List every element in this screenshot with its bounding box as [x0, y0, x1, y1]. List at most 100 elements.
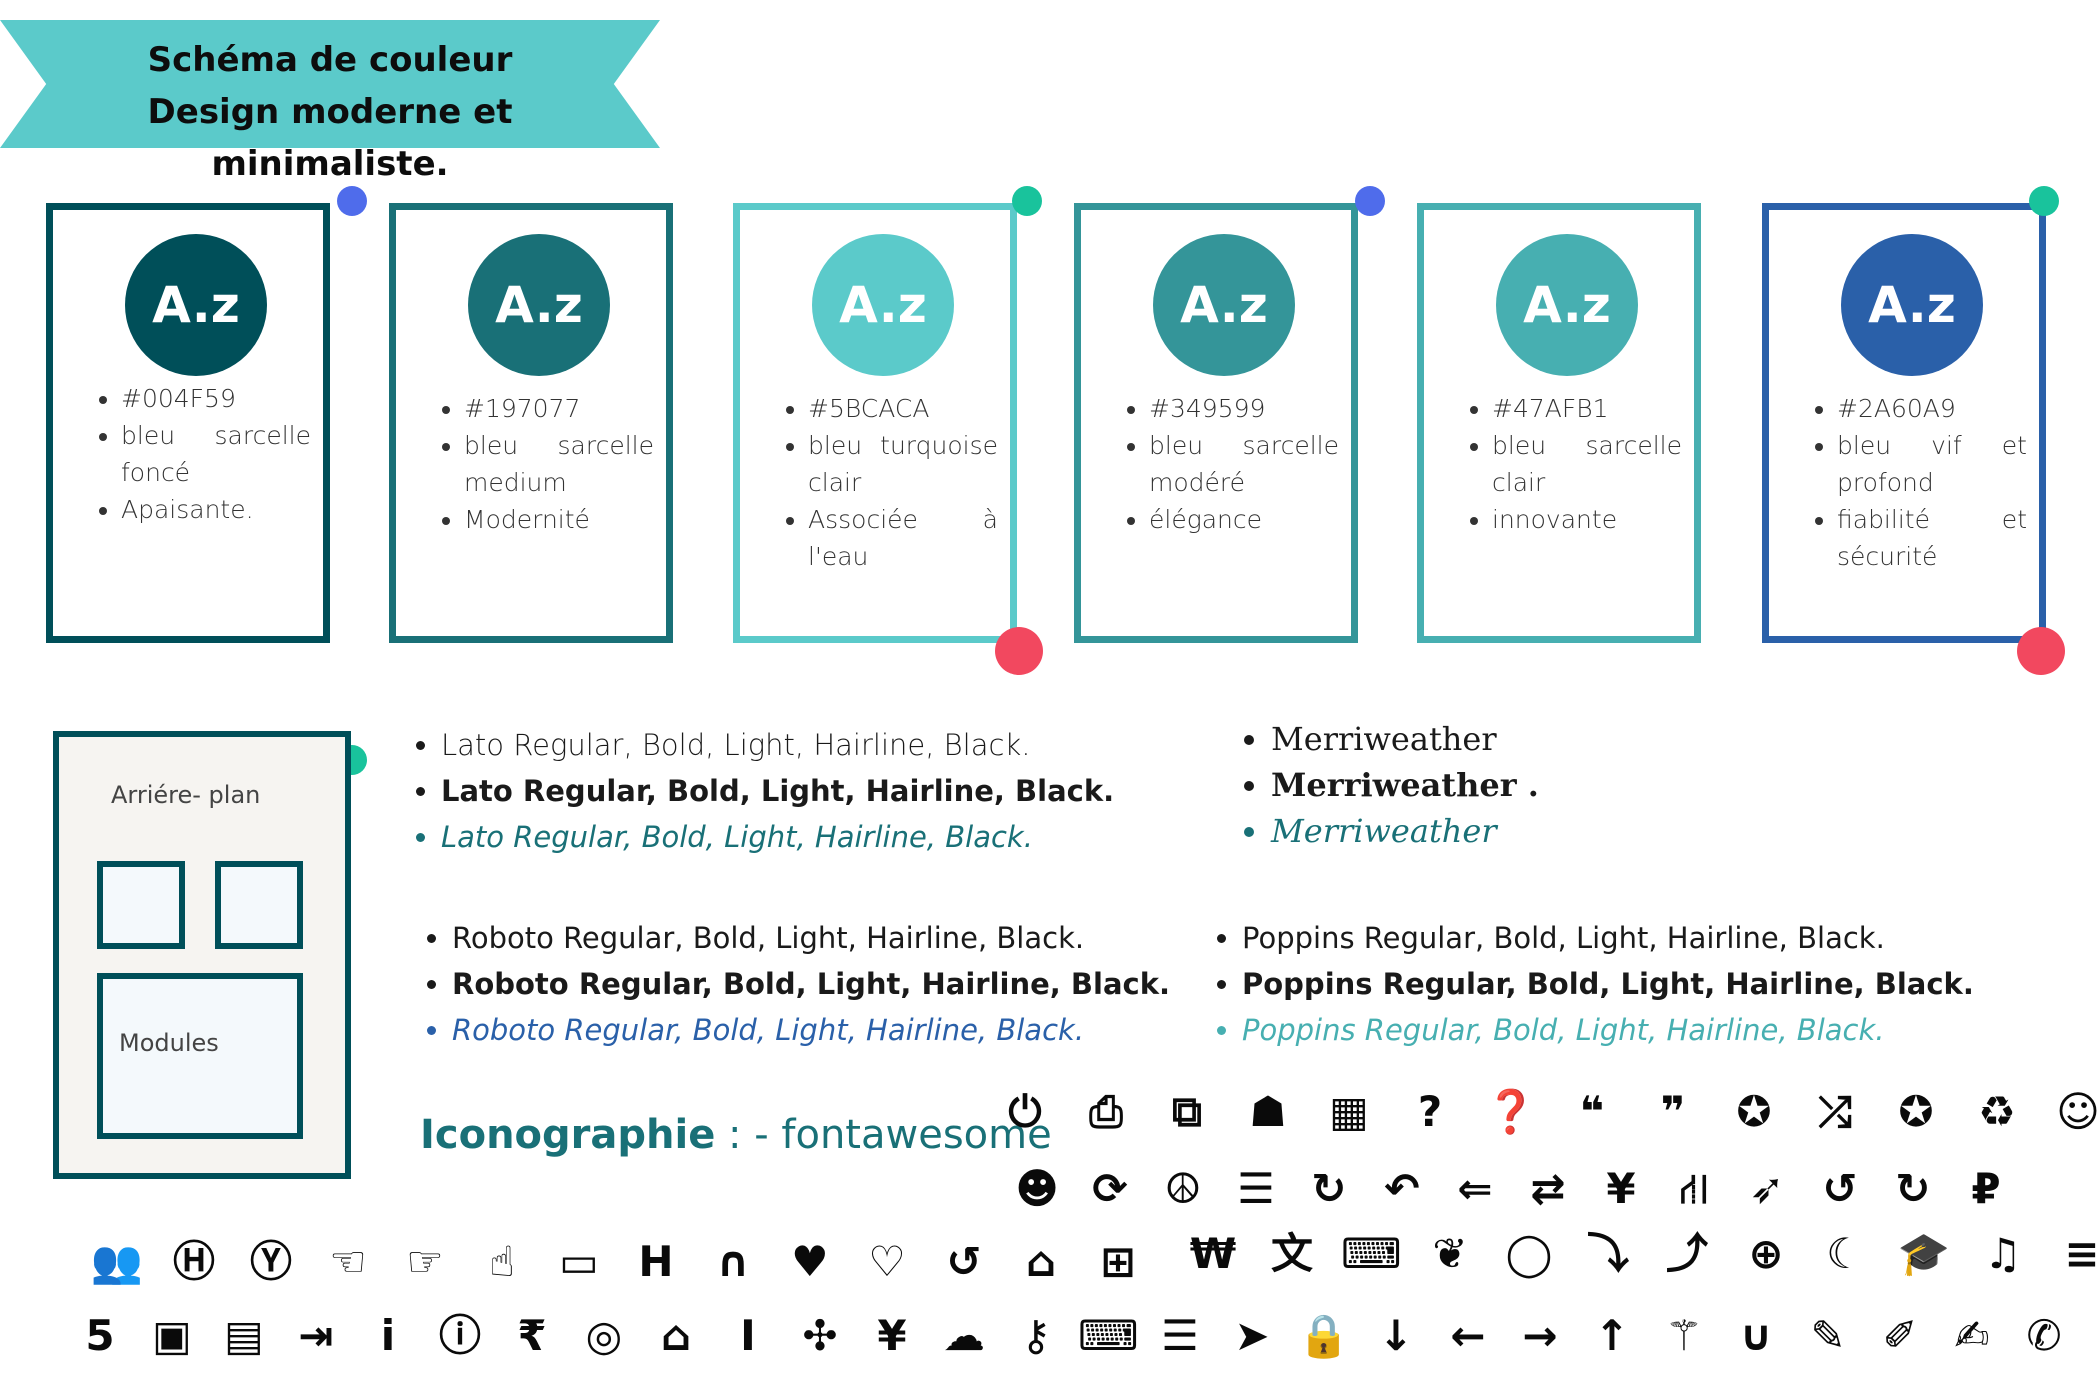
- color-details: #004F59 bleu sarcelle foncé Apaisante.: [61, 380, 311, 528]
- iconography-heading: Iconographie : - fontawesome: [420, 1112, 1052, 1158]
- color-details: #349599 bleu sarcelle modéré élégance: [1089, 390, 1339, 538]
- font-sample-regular: Poppins Regular, Bold, Light, Hairline, …: [1242, 915, 1974, 961]
- reddit-square-icon: ☻: [1015, 1164, 1059, 1213]
- title-banner: [0, 20, 660, 148]
- banner-title: Schéma de couleur Design moderne et mini…: [40, 34, 620, 190]
- color-description: bleu turquoise clair: [808, 427, 998, 501]
- color-card-5: A.z #47AFB1 bleu sarcelle clair innovant…: [1417, 203, 1701, 643]
- y-combinator-icon: Ⓨ: [249, 1237, 292, 1286]
- color-hex: #004F59: [121, 380, 311, 417]
- color-description: bleu sarcelle clair: [1492, 427, 1682, 501]
- graduation-cap-icon: 🎓: [1897, 1229, 1951, 1278]
- moon-icon: ☾: [1826, 1229, 1864, 1278]
- color-details: #197077 bleu sarcelle medium Modernité: [404, 390, 654, 538]
- color-description: bleu sarcelle foncé: [121, 417, 311, 491]
- font-sample-italic: Roboto Regular, Bold, Light, Hairline, B…: [452, 1007, 1170, 1053]
- level-up-icon: ⤴: [1665, 1229, 1708, 1278]
- hospital-icon: ⊞: [1100, 1237, 1136, 1286]
- font-sample-regular: Lato Regular, Bold, Light, Hairline, Bla…: [441, 722, 1114, 768]
- puzzle-piece-icon: ⧉: [1172, 1087, 1202, 1136]
- lock-icon: 🔒: [1297, 1311, 1351, 1360]
- life-ring-icon: ⊕: [1748, 1229, 1784, 1278]
- key-icon: ⚷: [1020, 1311, 1052, 1360]
- color-hex: #197077: [464, 390, 654, 427]
- font-list-poppins: Poppins Regular, Bold, Light, Hairline, …: [1204, 915, 1974, 1053]
- users-icon: 👥: [90, 1237, 144, 1286]
- question-icon: ?: [1417, 1087, 1443, 1136]
- history-icon: ↺: [946, 1237, 982, 1286]
- font-sample-bold: Merriweather .: [1271, 762, 1539, 808]
- font-sample-bold: Lato Regular, Bold, Light, Hairline, Bla…: [441, 768, 1114, 814]
- color-details: #47AFB1 bleu sarcelle clair innovante: [1432, 390, 1682, 538]
- font-sample-regular: Roboto Regular, Bold, Light, Hairline, B…: [452, 915, 1170, 961]
- red-dot: [2017, 627, 2065, 675]
- banner-line-2: Design moderne et minimaliste.: [147, 92, 513, 184]
- color-hex: #47AFB1: [1492, 390, 1682, 427]
- color-card-2: A.z #197077 bleu sarcelle medium Moderni…: [389, 203, 673, 643]
- background-label: Arriére- plan: [111, 781, 261, 809]
- font-sample-regular: Merriweather: [1271, 716, 1539, 762]
- color-swatch: A.z: [468, 234, 610, 376]
- heart-icon: ♥: [791, 1237, 829, 1286]
- info-icon: i: [380, 1311, 396, 1360]
- color-swatch: A.z: [1496, 234, 1638, 376]
- color-swatch: A.z: [812, 234, 954, 376]
- color-card-4: A.z #349599 bleu sarcelle modéré éléganc…: [1074, 203, 1358, 643]
- list-ul-icon: ☰: [1161, 1311, 1199, 1360]
- font-list-merriweather: Merriweather Merriweather . Merriweather: [1233, 716, 1539, 854]
- recycle-icon: ♻: [1978, 1087, 2016, 1136]
- font-sample-italic: Lato Regular, Bold, Light, Hairline, Bla…: [441, 814, 1114, 860]
- reply-icon: ↶: [1384, 1164, 1420, 1213]
- resistance-icon: ☮: [1164, 1164, 1202, 1213]
- music-icon: ♫: [1984, 1229, 2022, 1278]
- modules-label: Modules: [119, 1029, 219, 1057]
- list-icon: ≡: [2064, 1229, 2100, 1278]
- color-hex: #5BCACA: [808, 390, 998, 427]
- header-icon: H: [638, 1237, 674, 1286]
- color-swatch: A.z: [1153, 234, 1295, 376]
- color-trait: innovante: [1492, 501, 1682, 538]
- rotate-right-icon: ↻: [1895, 1164, 1931, 1213]
- rocket-icon: ➶: [1749, 1164, 1785, 1213]
- yen-icon: ¥: [1606, 1164, 1636, 1213]
- module-small-1: [97, 861, 185, 949]
- institution-icon: ⌂: [660, 1311, 692, 1360]
- jpy-icon: ¥: [877, 1311, 907, 1360]
- refresh-icon: ⟳: [1092, 1164, 1128, 1213]
- magnet-icon: ∪: [1738, 1311, 1774, 1360]
- red-dot: [995, 627, 1043, 675]
- long-arrow-down-icon: ↓: [1378, 1311, 1414, 1360]
- color-card-3: A.z #5BCACA bleu turquoise clair Associé…: [733, 203, 1017, 643]
- color-hex: #2A60A9: [1837, 390, 2027, 427]
- retweet-icon: ⇄: [1530, 1164, 1566, 1213]
- green-dot: [2029, 186, 2059, 216]
- inbox-icon: ▤: [224, 1311, 264, 1360]
- italic-icon: I: [740, 1311, 756, 1360]
- banner-line-1: Schéma de couleur: [147, 40, 513, 80]
- color-description: bleu sarcelle modéré: [1149, 427, 1339, 501]
- color-hex: #349599: [1149, 390, 1339, 427]
- color-swatch: A.z: [1841, 234, 1983, 376]
- long-arrow-left-icon: ←: [1450, 1311, 1486, 1360]
- keycdn-icon: ☁: [943, 1311, 985, 1360]
- long-arrow-up-icon: ↑: [1594, 1311, 1630, 1360]
- indent-icon: ⇥: [298, 1311, 334, 1360]
- hand-point-left-icon: ☜: [329, 1237, 367, 1286]
- won-icon: ₩: [1189, 1229, 1237, 1278]
- h-square-icon: Ⓗ: [172, 1237, 215, 1286]
- hand-point-right-icon: ☞: [406, 1237, 444, 1286]
- language-icon: 文: [1270, 1229, 1313, 1278]
- rebel-alt-icon: ✪: [1898, 1087, 1934, 1136]
- color-description: bleu vif et profond: [1837, 427, 2027, 501]
- level-down-icon: ⤵: [1586, 1229, 1629, 1278]
- rupee-icon: ₹: [517, 1311, 547, 1360]
- print-icon: ⎙: [1089, 1087, 1123, 1136]
- edit-icon: ✍: [1954, 1311, 1990, 1360]
- color-trait: Modernité: [464, 501, 654, 538]
- pencil-icon: ✎: [1810, 1311, 1846, 1360]
- random-icon: ⤮: [1818, 1087, 1852, 1136]
- font-list-lato: Lato Regular, Bold, Light, Hairline, Bla…: [403, 722, 1114, 860]
- rebel-icon: ✪: [1736, 1087, 1772, 1136]
- magic-icon: ⚚: [1665, 1311, 1703, 1360]
- hdd-icon: ▭: [559, 1237, 599, 1286]
